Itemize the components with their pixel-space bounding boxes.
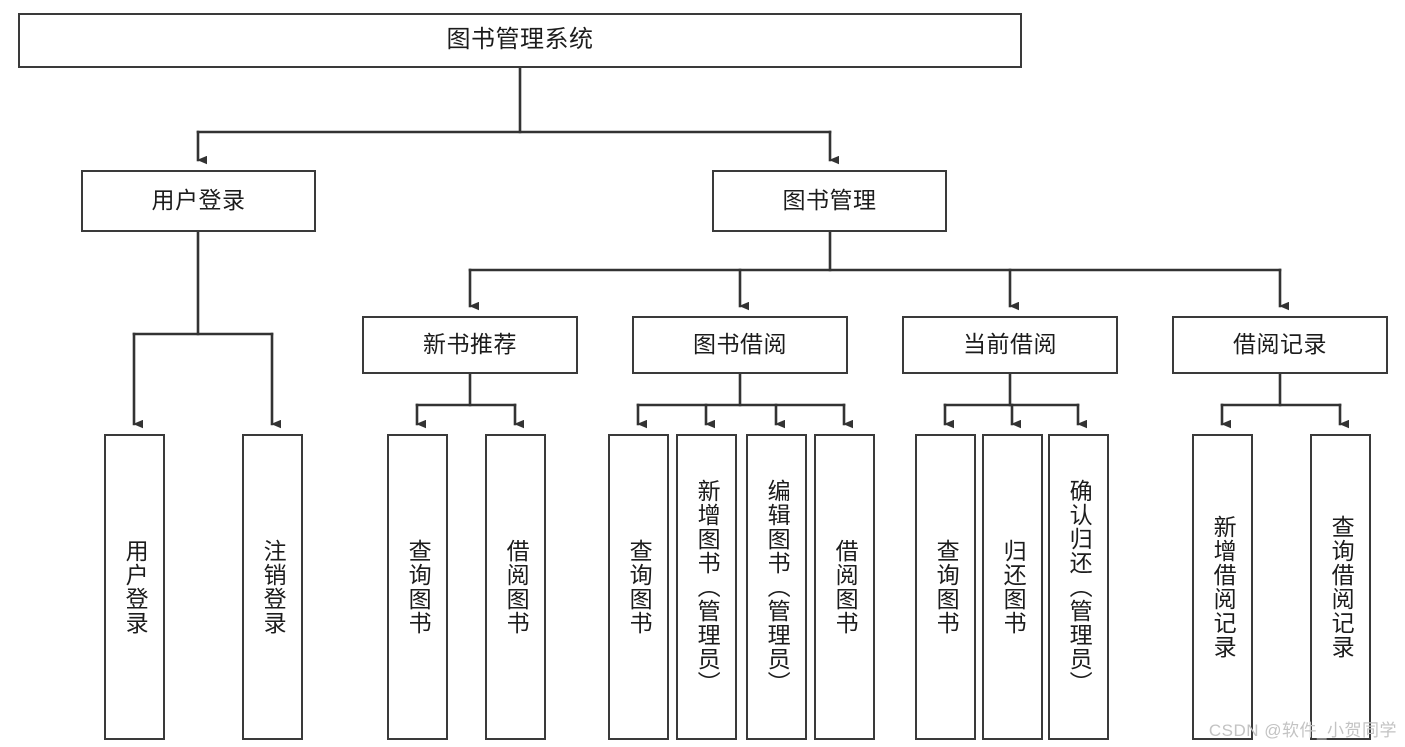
node-label: 图书管理 (782, 187, 877, 214)
leaf-new-book-borrow-books[interactable]: 借阅图书 (485, 434, 546, 740)
node-label: 查询图书 (626, 539, 653, 635)
node-label: 归还图书 (1000, 539, 1027, 635)
node-label: 新增借阅记录 (1210, 515, 1237, 659)
node-book-borrowing[interactable]: 图书借阅 (632, 316, 848, 374)
node-label: 用户登录 (122, 539, 149, 635)
node-label: 当前借阅 (963, 331, 1057, 358)
node-label: 借阅图书 (832, 539, 859, 635)
watermark-text: CSDN @软件_小贺同学 (1208, 721, 1397, 740)
node-label: 图书管理系统 (446, 26, 594, 54)
leaf-book-borrow-borrow-books[interactable]: 借阅图书 (814, 434, 875, 740)
leaf-current-borrow-query-books[interactable]: 查询图书 (915, 434, 976, 740)
node-new-book-recommendation[interactable]: 新书推荐 (362, 316, 578, 374)
node-borrowing-records[interactable]: 借阅记录 (1172, 316, 1388, 374)
leaf-book-borrow-edit-book-admin[interactable]: 编辑图书（管理员） (746, 434, 807, 740)
node-root-book-management-system[interactable]: 图书管理系统 (18, 13, 1022, 68)
node-book-management[interactable]: 图书管理 (712, 170, 947, 232)
node-label: 用户登录 (151, 187, 246, 214)
node-user-login[interactable]: 用户登录 (81, 170, 316, 232)
node-label: 新书推荐 (423, 331, 517, 358)
leaf-new-book-query-books[interactable]: 查询图书 (387, 434, 448, 740)
leaf-borrow-record-query-record[interactable]: 查询借阅记录 (1310, 434, 1371, 740)
node-label: 借阅记录 (1233, 331, 1327, 358)
node-label: 借阅图书 (503, 539, 530, 635)
node-label: 查询图书 (405, 539, 432, 635)
leaf-user-login-logout[interactable]: 注销登录 (242, 434, 303, 740)
leaf-book-borrow-add-book-admin[interactable]: 新增图书（管理员） (676, 434, 737, 740)
node-label: 确认归还（管理员） (1066, 479, 1093, 695)
leaf-user-login-signin[interactable]: 用户登录 (104, 434, 165, 740)
leaf-current-borrow-return-books[interactable]: 归还图书 (982, 434, 1043, 740)
node-current-borrowing[interactable]: 当前借阅 (902, 316, 1118, 374)
node-label: 图书借阅 (693, 331, 787, 358)
leaf-current-borrow-confirm-return-admin[interactable]: 确认归还（管理员） (1048, 434, 1109, 740)
leaf-borrow-record-add-record[interactable]: 新增借阅记录 (1192, 434, 1253, 740)
leaf-book-borrow-query-books[interactable]: 查询图书 (608, 434, 669, 740)
node-label: 新增图书（管理员） (694, 479, 721, 695)
node-label: 查询图书 (933, 539, 960, 635)
node-label: 注销登录 (260, 539, 287, 635)
node-label: 查询借阅记录 (1328, 515, 1355, 659)
node-label: 编辑图书（管理员） (764, 479, 791, 695)
